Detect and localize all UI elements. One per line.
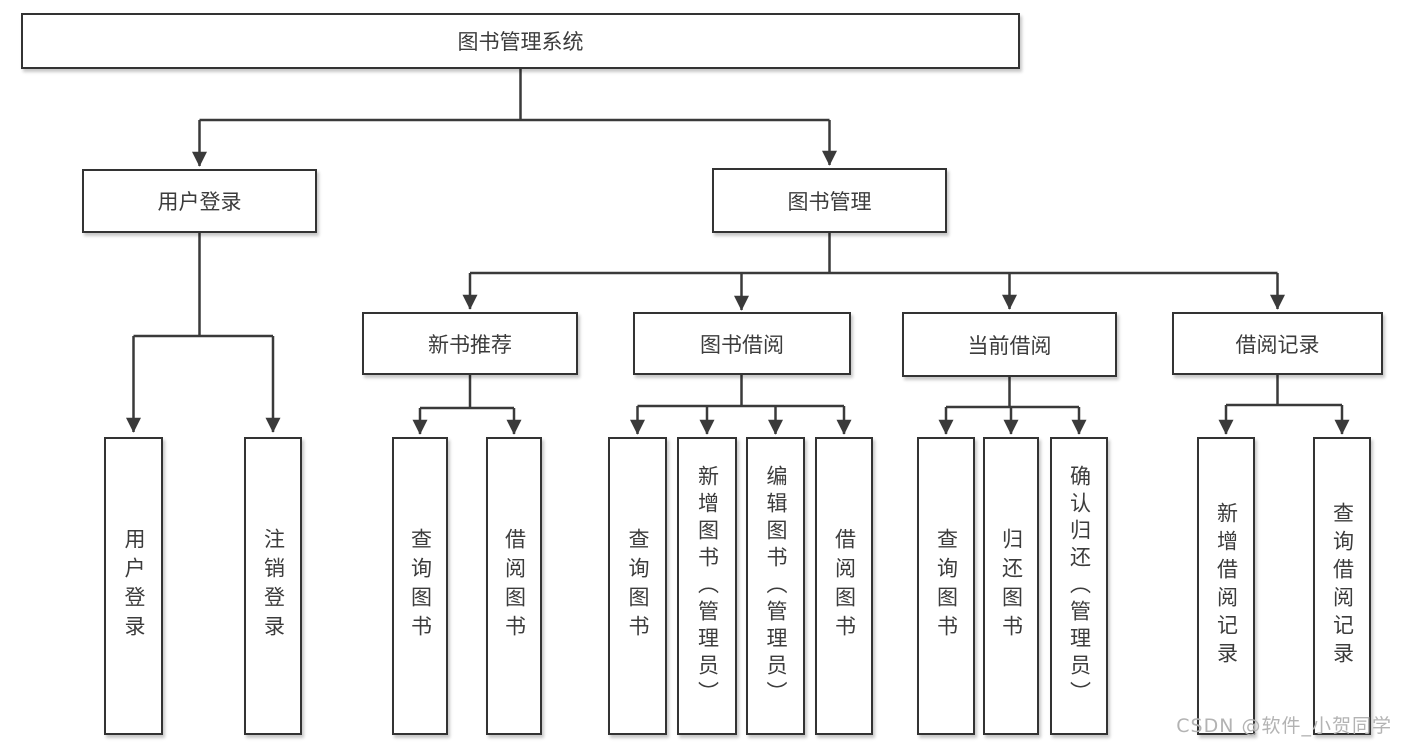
node-library-management-system: 图书管理系统 [21, 13, 1020, 69]
node-new-book-recommendation: 新书推荐 [362, 312, 578, 375]
leaf-add-book-admin: 新增图书（管理员） [677, 437, 737, 735]
leaf-query-books-current: 查询图书 [917, 437, 975, 735]
node-current-borrowing: 当前借阅 [902, 312, 1117, 377]
leaf-borrow-books-recommend: 借阅图书 [486, 437, 542, 735]
leaf-query-books-recommend: 查询图书 [392, 437, 448, 735]
leaf-borrow-books-borrowing: 借阅图书 [815, 437, 873, 735]
node-borrowing-records: 借阅记录 [1172, 312, 1383, 375]
leaf-logout: 注销登录 [244, 437, 302, 735]
leaf-query-books-borrowing: 查询图书 [608, 437, 667, 735]
leaf-query-borrow-record: 查询借阅记录 [1313, 437, 1371, 735]
node-book-management: 图书管理 [712, 168, 947, 233]
leaf-confirm-return-admin: 确认归还（管理员） [1050, 437, 1108, 735]
leaf-user-login: 用户登录 [104, 437, 163, 735]
leaf-return-book: 归还图书 [983, 437, 1039, 735]
node-user-login: 用户登录 [82, 169, 317, 233]
node-book-borrowing: 图书借阅 [633, 312, 851, 375]
leaf-edit-book-admin: 编辑图书（管理员） [746, 437, 805, 735]
leaf-add-borrow-record: 新增借阅记录 [1197, 437, 1255, 735]
csdn-watermark: CSDN @软件_小贺同学 [1176, 715, 1392, 737]
